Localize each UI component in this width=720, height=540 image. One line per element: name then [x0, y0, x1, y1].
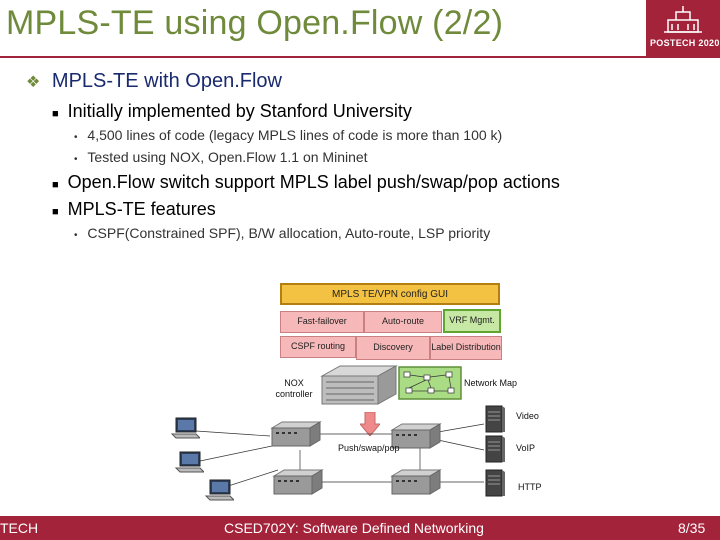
logo-text: POSTECH 2020	[650, 38, 720, 48]
push-swap-pop-label: Push/swap/pop	[338, 443, 400, 453]
sub-bullet-3-1-text: CSPF(Constrained SPF), B/W allocation, A…	[87, 225, 491, 241]
network-map-icon	[398, 366, 462, 400]
down-arrow-icon	[360, 412, 380, 436]
fast-failover-box: Fast-failover	[280, 311, 364, 333]
dot-bullet-icon: •	[74, 154, 78, 165]
postech-logo: POSTECH 2020	[646, 0, 720, 56]
bullet-2-text: Open.Flow switch support MPLS label push…	[67, 172, 560, 192]
laptop-icon	[174, 451, 204, 473]
square-bullet-icon: ■	[52, 108, 59, 120]
laptop-icon	[204, 479, 234, 501]
sub-bullet-1-1: • 4,500 lines of code (legacy MPLS lines…	[74, 127, 502, 143]
page-number: 8/35	[678, 520, 706, 536]
video-server-icon	[485, 405, 505, 433]
sub-bullet-1-1-text: 4,500 lines of code (legacy MPLS lines o…	[87, 127, 503, 143]
cspf-routing-box: CSPF routing	[280, 336, 356, 358]
building-icon	[664, 6, 702, 33]
bullet-2: ■ Open.Flow switch support MPLS label pu…	[52, 172, 560, 193]
voip-label: VoIP	[516, 443, 536, 453]
discovery-box: Discovery	[356, 336, 430, 360]
network-map-label: Network Map	[464, 378, 518, 388]
switch-icon	[390, 469, 442, 495]
laptop-icon	[170, 417, 200, 439]
nox-controller-label: NOX controller	[275, 378, 313, 400]
bullet-1: ■ Initially implemented by Stanford Univ…	[52, 101, 412, 122]
config-gui-box: MPLS TE/VPN config GUI	[280, 283, 500, 305]
vrf-mgmt-box: VRF Mgmt.	[443, 309, 501, 333]
square-bullet-icon: ■	[52, 206, 59, 218]
bullet-3-text: MPLS-TE features	[67, 199, 216, 219]
http-server-icon	[485, 469, 505, 497]
switch-icon	[270, 421, 322, 447]
section-heading: MPLS-TE with Open.Flow	[51, 70, 282, 92]
heading-row: ❖ MPLS-TE with Open.Flow	[26, 70, 282, 93]
footer-course: CSED702Y: Software Defined Networking	[224, 520, 484, 536]
footer-left-text: TECH	[0, 520, 39, 536]
slide-title: MPLS-TE using Open.Flow (2/2)	[6, 4, 504, 42]
sub-bullet-1-2-text: Tested using NOX, Open.Flow 1.1 on Minin…	[87, 149, 368, 165]
dot-bullet-icon: •	[74, 230, 78, 241]
label-distribution-box: Label Distribution	[430, 336, 502, 360]
voip-server-icon	[485, 435, 505, 463]
nox-server-icon	[320, 365, 398, 405]
bullet-3: ■ MPLS-TE features	[52, 199, 216, 220]
diamond-bullet-icon: ❖	[26, 74, 41, 91]
dot-bullet-icon: •	[74, 132, 78, 143]
switch-icon	[272, 469, 324, 495]
bullet-1-text: Initially implemented by Stanford Univer…	[67, 101, 412, 121]
video-label: Video	[516, 411, 539, 421]
sub-bullet-3-1: • CSPF(Constrained SPF), B/W allocation,…	[74, 225, 490, 241]
square-bullet-icon: ■	[52, 179, 59, 191]
switch-icon	[390, 423, 442, 449]
footer-bar: TECH CSED702Y: Software Defined Networki…	[0, 516, 720, 540]
sub-bullet-1-2: • Tested using NOX, Open.Flow 1.1 on Min…	[74, 149, 368, 165]
http-label: HTTP	[518, 482, 542, 492]
header-rule	[0, 56, 720, 58]
auto-route-box: Auto-route	[364, 311, 442, 333]
